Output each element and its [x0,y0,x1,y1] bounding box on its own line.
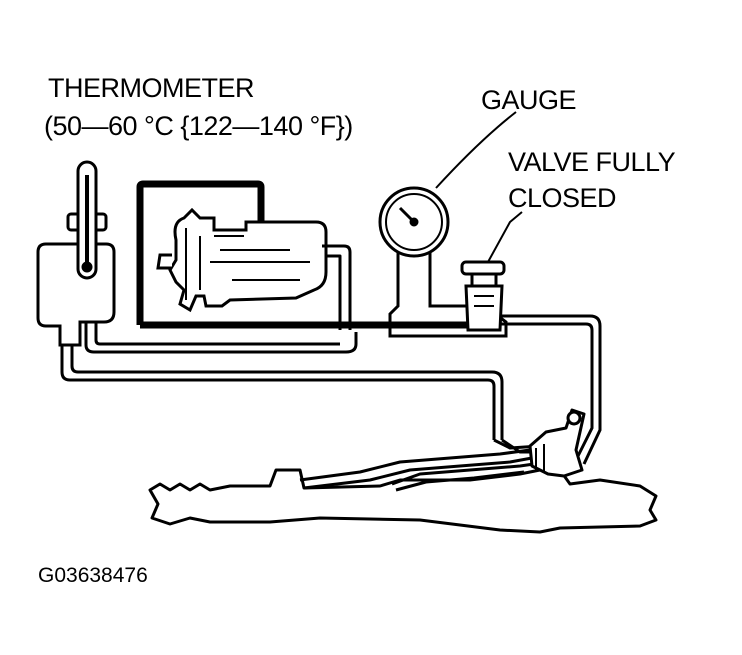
fluid-reservoir [36,242,116,347]
valve-label-line1: VALVE FULLY [508,147,676,177]
thermometer-label: THERMOMETER [48,73,255,103]
valve-label-line2: CLOSED [508,183,617,213]
thermometer-range-label: (50—60 °C {122—140 °F}) [44,111,353,141]
thermometer [66,160,108,280]
shutoff-valve [460,260,602,465]
oil-pump-assembly [136,180,328,325]
figure-id-label: G03638476 [38,564,148,587]
hoses [60,244,504,440]
leader-lines [435,111,523,263]
steering-gear-rack [148,408,658,534]
gauge-label: GAUGE [481,85,577,115]
